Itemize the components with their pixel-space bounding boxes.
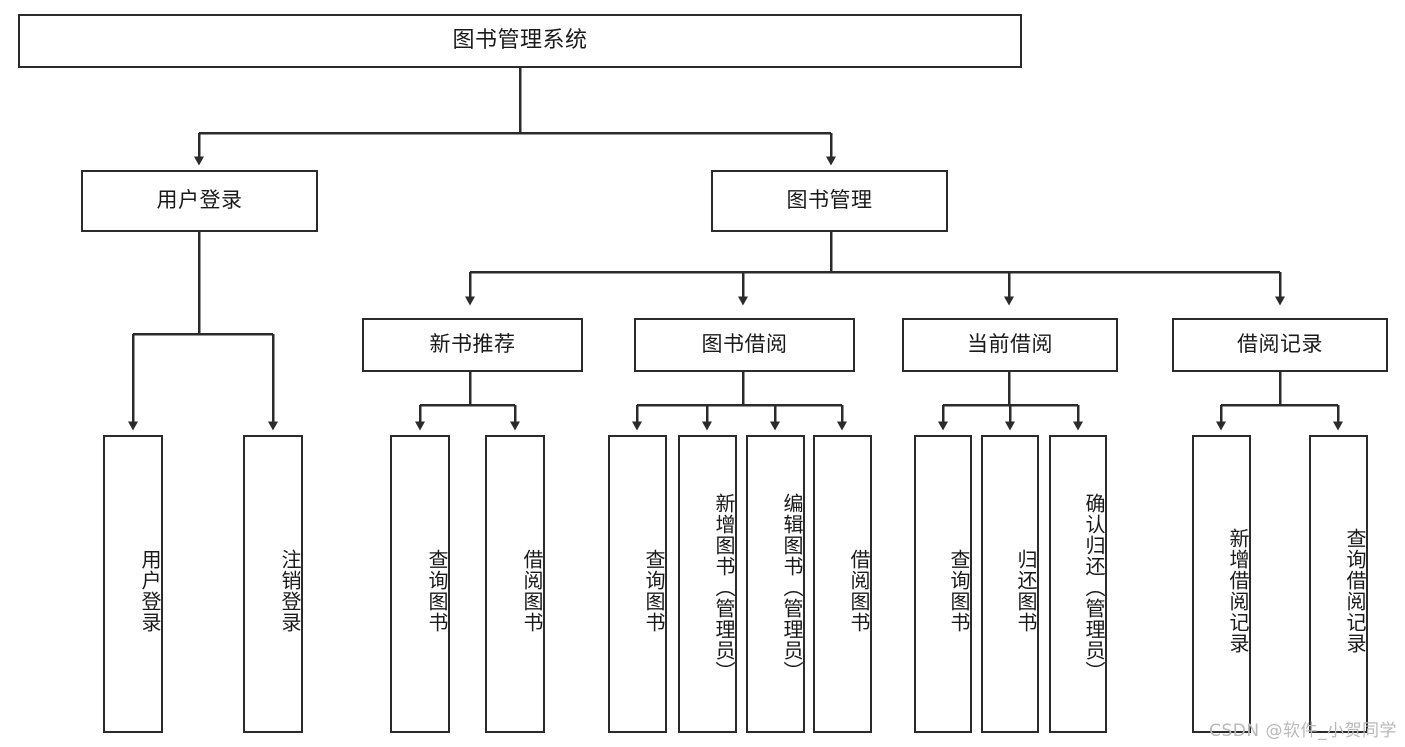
node-new-book-recommend[interactable]: 新书推荐 [362,318,583,372]
leaf-new-book-query[interactable]: 查询图书 [390,435,450,733]
leaf-current-borrow-query[interactable]: 查询图书 [914,435,972,733]
leaf-book-borrow-query[interactable]: 查询图书 [608,435,667,733]
leaf-current-borrow-confirm[interactable]: 确认归还（管理员） [1049,435,1107,733]
leaf-book-borrow-edit[interactable]: 编辑图书（管理员） [746,435,805,733]
node-current-borrow[interactable]: 当前借阅 [902,318,1118,372]
node-borrow-record[interactable]: 借阅记录 [1172,318,1388,372]
leaf-current-borrow-return[interactable]: 归还图书 [981,435,1039,733]
leaf-book-borrow-add[interactable]: 新增图书（管理员） [678,435,737,733]
leaf-borrow-record-query[interactable]: 查询借阅记录 [1309,435,1368,733]
leaf-borrow-record-add[interactable]: 新增借阅记录 [1192,435,1251,733]
node-user-login[interactable]: 用户登录 [81,170,318,232]
leaf-user-login-logout[interactable]: 注销登录 [243,435,303,733]
leaf-user-login-login[interactable]: 用户登录 [103,435,163,733]
node-book-borrow[interactable]: 图书借阅 [634,318,855,372]
leaf-book-borrow-borrow[interactable]: 借阅图书 [813,435,872,733]
node-book-manage[interactable]: 图书管理 [711,170,948,232]
leaf-new-book-borrow[interactable]: 借阅图书 [485,435,545,733]
node-root[interactable]: 图书管理系统 [18,14,1022,68]
